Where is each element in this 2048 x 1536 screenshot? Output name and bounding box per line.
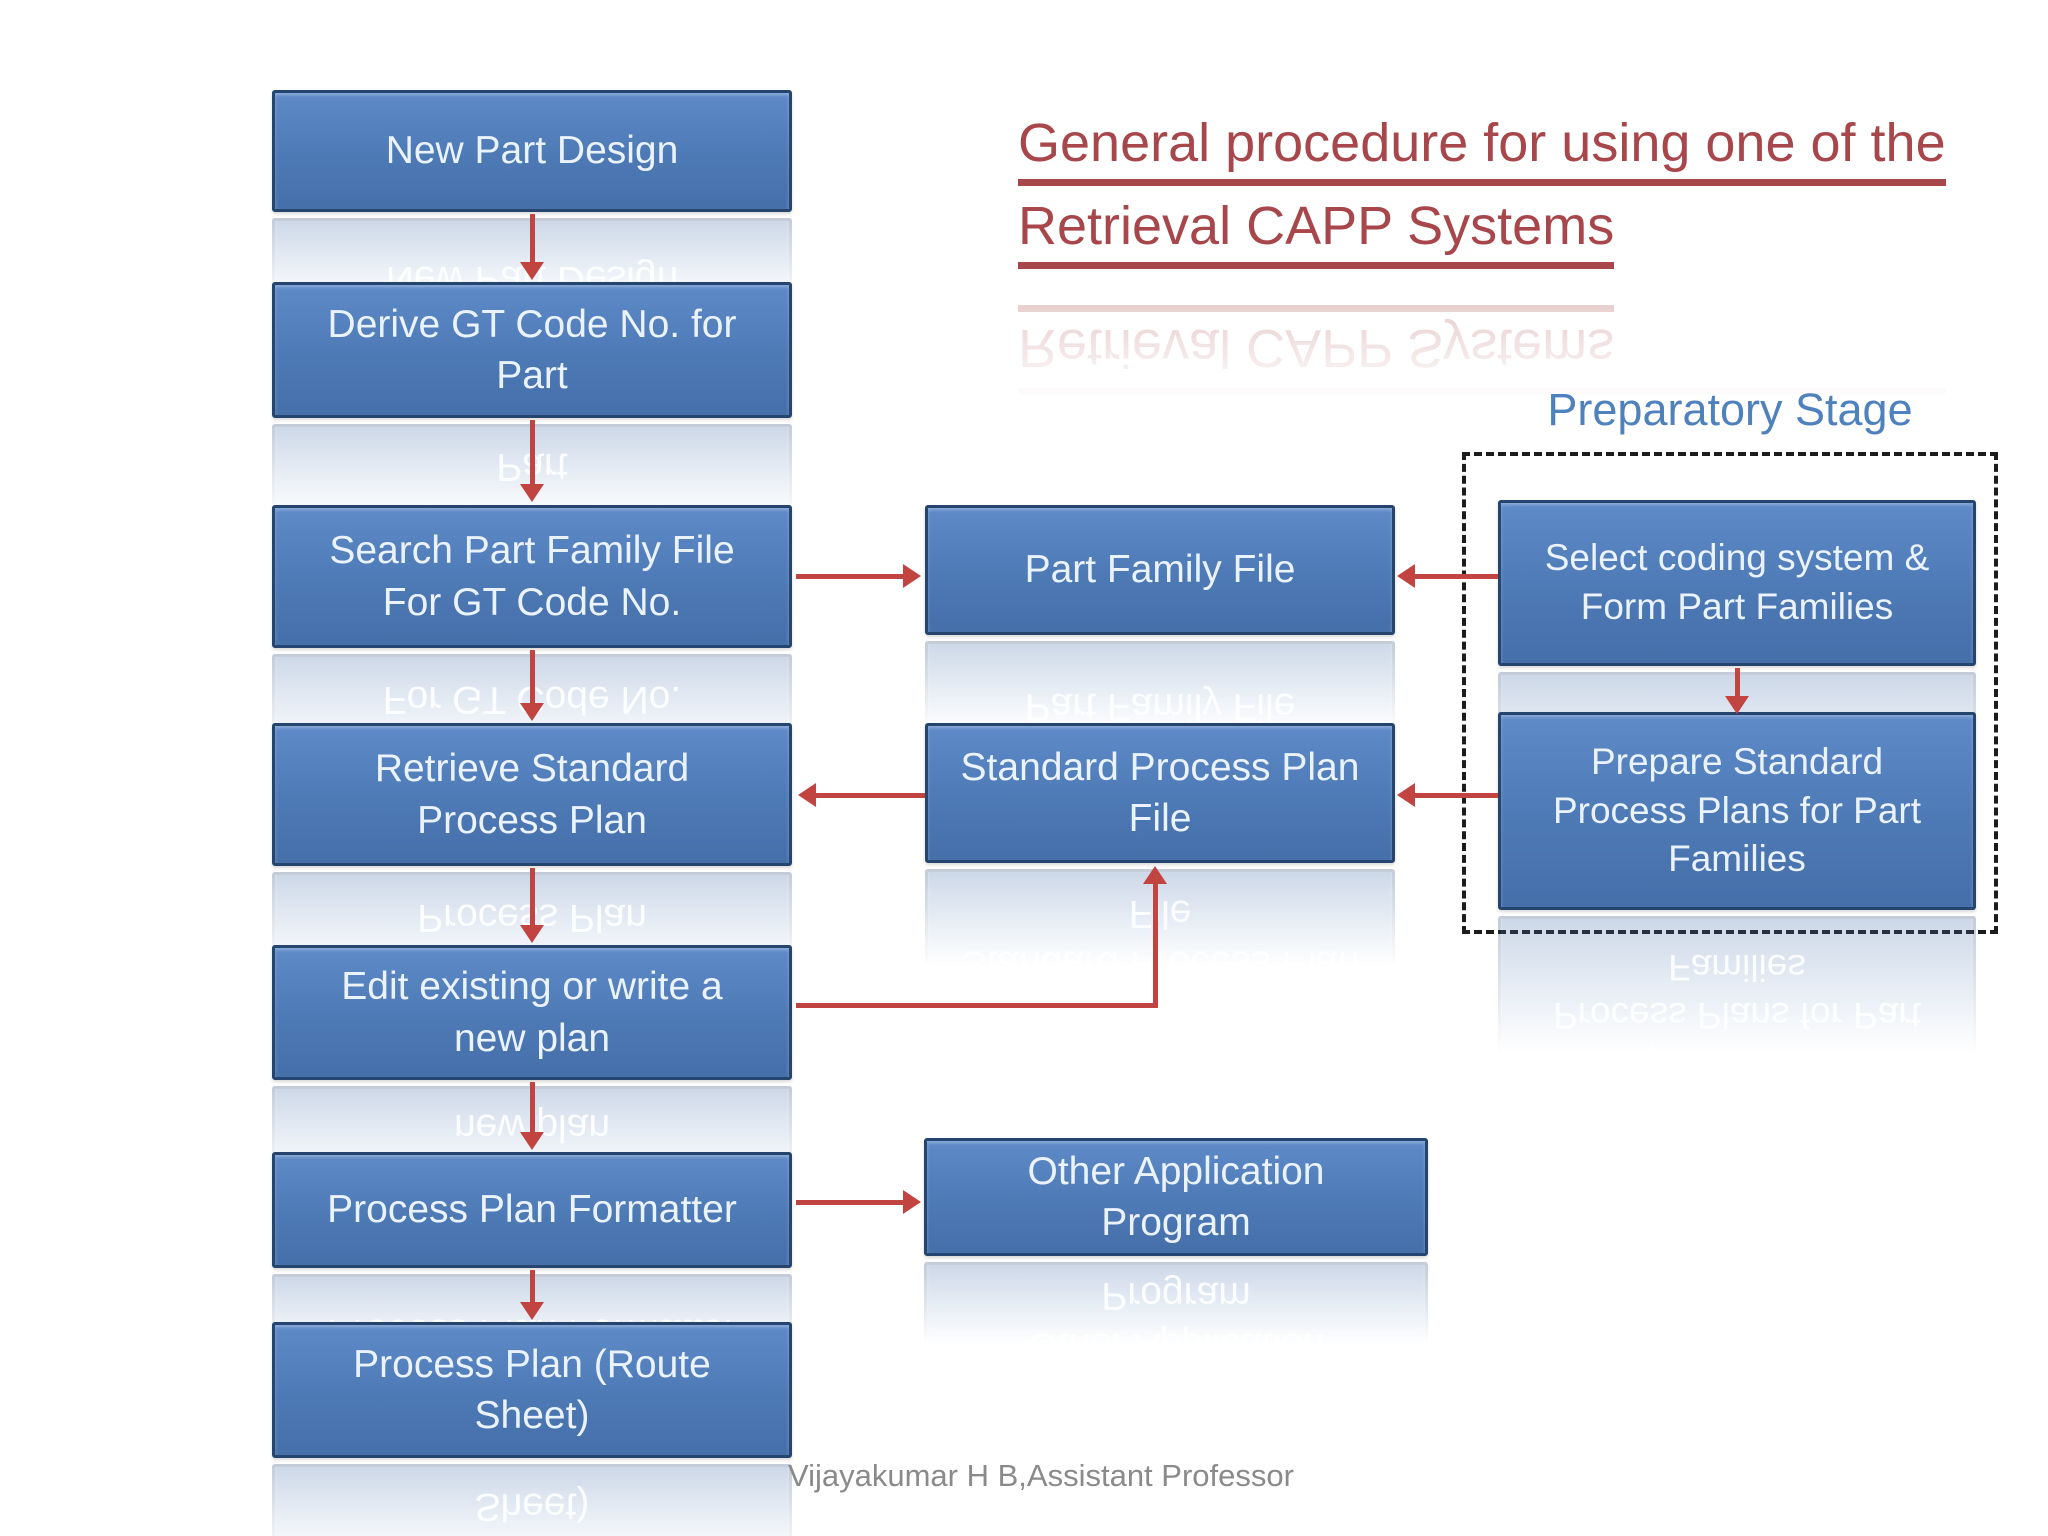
box-process-plan-formatter: Process Plan Formatter	[272, 1152, 792, 1268]
box-select-coding-system: Select coding system &Form Part Families	[1498, 500, 1976, 666]
arrow-edit-to-formatter-shaft	[530, 1082, 535, 1132]
arrow-search-to-retrieve-head	[520, 703, 544, 721]
arrow-edit-to-sppf-vertical	[1153, 884, 1158, 1006]
arrow-derive-to-search-head	[520, 484, 544, 502]
arrow-select-to-pff-head	[1397, 564, 1415, 588]
box-label: Process Plan Formatter	[327, 1188, 737, 1232]
arrow-select-to-prepare-shaft	[1735, 668, 1740, 696]
title-line-2: Retrieval CAPP Systems	[1018, 199, 1946, 282]
arrow-retrieve-to-edit-shaft	[530, 868, 535, 925]
box-new-part-design: New Part Design	[272, 90, 792, 212]
title-line-1: General procedure for using one of the	[1018, 116, 1946, 199]
footer-credit: Vijayakumar H B,Assistant Professor	[788, 1458, 1294, 1493]
box-part-family-file: Part Family File	[925, 505, 1395, 635]
arrow-prepare-to-sppf-head	[1397, 783, 1415, 807]
arrow-retrieve-to-edit-head	[520, 925, 544, 943]
arrow-edit-to-sppf-horizontal	[796, 1003, 1158, 1008]
arrow-search-to-retrieve-shaft	[530, 650, 535, 703]
box-label: Part Family File	[1024, 548, 1296, 592]
arrow-formatter-to-oap-head	[903, 1190, 921, 1214]
arrow-sppf-to-retrieve-shaft	[816, 793, 925, 798]
slide-title: General procedure for using one of the R…	[1018, 116, 1946, 282]
arrow-search-to-pff-head	[903, 564, 921, 588]
arrow-formatter-to-oap-shaft	[796, 1200, 903, 1205]
arrow-formatter-to-routesheet-head	[520, 1302, 544, 1320]
preparatory-stage-label: Preparatory Stage	[1547, 384, 1913, 435]
arrow-newpart-to-derive-shaft	[530, 214, 535, 262]
box-label: New Part Design	[385, 129, 679, 173]
arrow-edit-to-sppf-head	[1143, 866, 1167, 884]
preparatory-stage-frame	[1462, 452, 1998, 934]
arrow-search-to-pff-shaft	[796, 574, 903, 579]
arrow-derive-to-search-shaft	[530, 420, 535, 484]
arrow-prepare-to-sppf-shaft	[1415, 793, 1498, 798]
arrow-formatter-to-routesheet-shaft	[530, 1270, 535, 1302]
arrow-select-to-prepare-head	[1725, 696, 1749, 714]
arrow-sppf-to-retrieve-head	[798, 783, 816, 807]
box-label: Select coding system &Form Part Families	[1544, 537, 1930, 627]
arrow-select-to-pff-shaft	[1415, 574, 1498, 579]
arrow-newpart-to-derive-head	[520, 262, 544, 280]
arrow-edit-to-formatter-head	[520, 1132, 544, 1150]
